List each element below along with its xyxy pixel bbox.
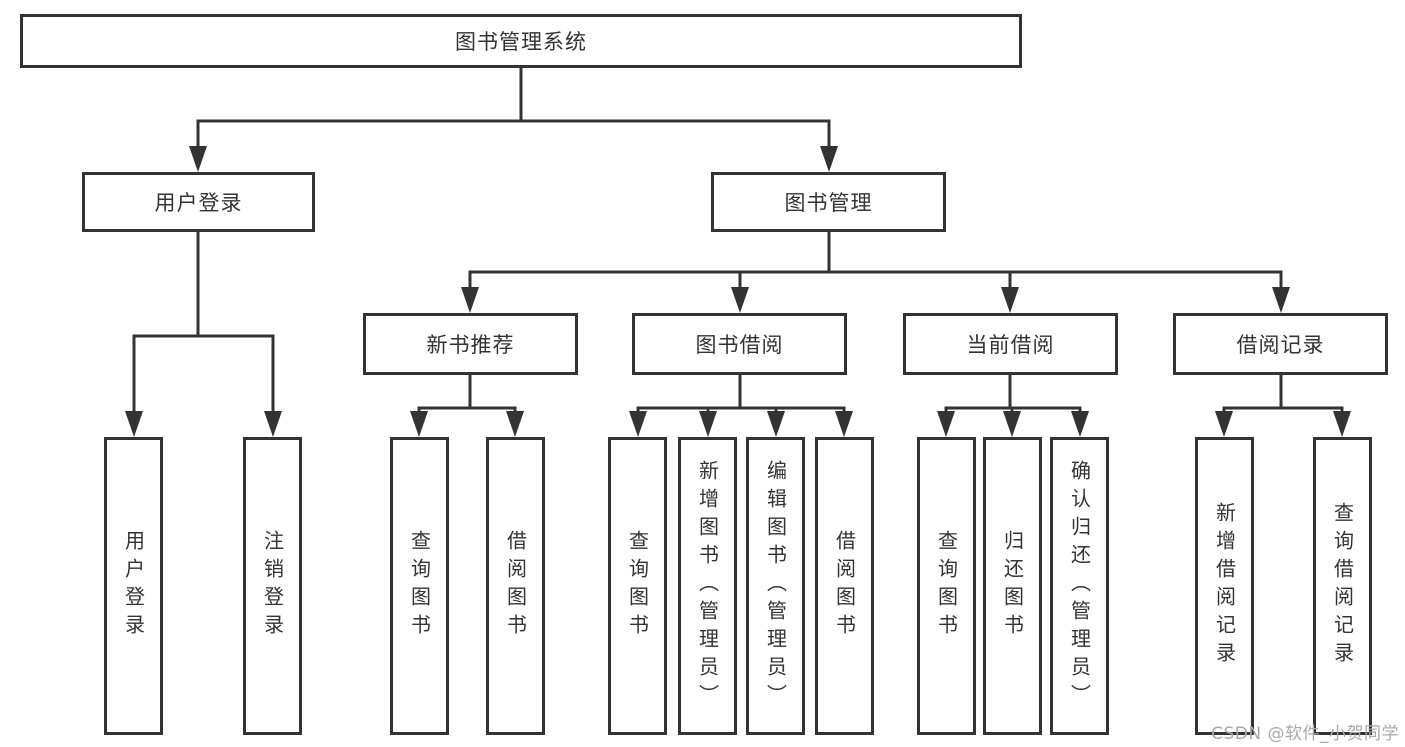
leaf-user-login: 用户登录 [104, 437, 163, 735]
node-current-borrowing: 当前借阅 [903, 313, 1118, 375]
arrowheads [125, 146, 1351, 437]
leaf-query-books-3: 查询图书 [917, 437, 976, 735]
leaf-query-books-1: 查询图书 [390, 437, 449, 735]
node-book-management: 图书管理 [711, 172, 946, 232]
node-new-book-recommend: 新书推荐 [363, 313, 578, 375]
leaf-confirm-return-admin: 确认归还（管理员） [1050, 437, 1109, 735]
leaf-query-books-2: 查询图书 [608, 437, 667, 735]
leaf-borrow-books-2: 借阅图书 [815, 437, 874, 735]
leaf-logout: 注销登录 [243, 437, 302, 735]
node-user-login: 用户登录 [82, 172, 315, 232]
node-root-system: 图书管理系统 [20, 14, 1022, 68]
node-borrowing-records: 借阅记录 [1173, 313, 1388, 375]
leaf-add-books-admin: 新增图书（管理员） [678, 437, 737, 735]
leaf-return-books: 归还图书 [983, 437, 1042, 735]
leaf-edit-books-admin: 编辑图书（管理员） [746, 437, 805, 735]
leaf-query-borrow-record: 查询借阅记录 [1313, 437, 1372, 735]
leaf-add-borrow-record: 新增借阅记录 [1195, 437, 1254, 735]
leaf-borrow-books-1: 借阅图书 [486, 437, 545, 735]
csdn-watermark: CSDN @软件_小贺同学 [1211, 724, 1399, 744]
node-book-borrowing: 图书借阅 [632, 313, 847, 375]
